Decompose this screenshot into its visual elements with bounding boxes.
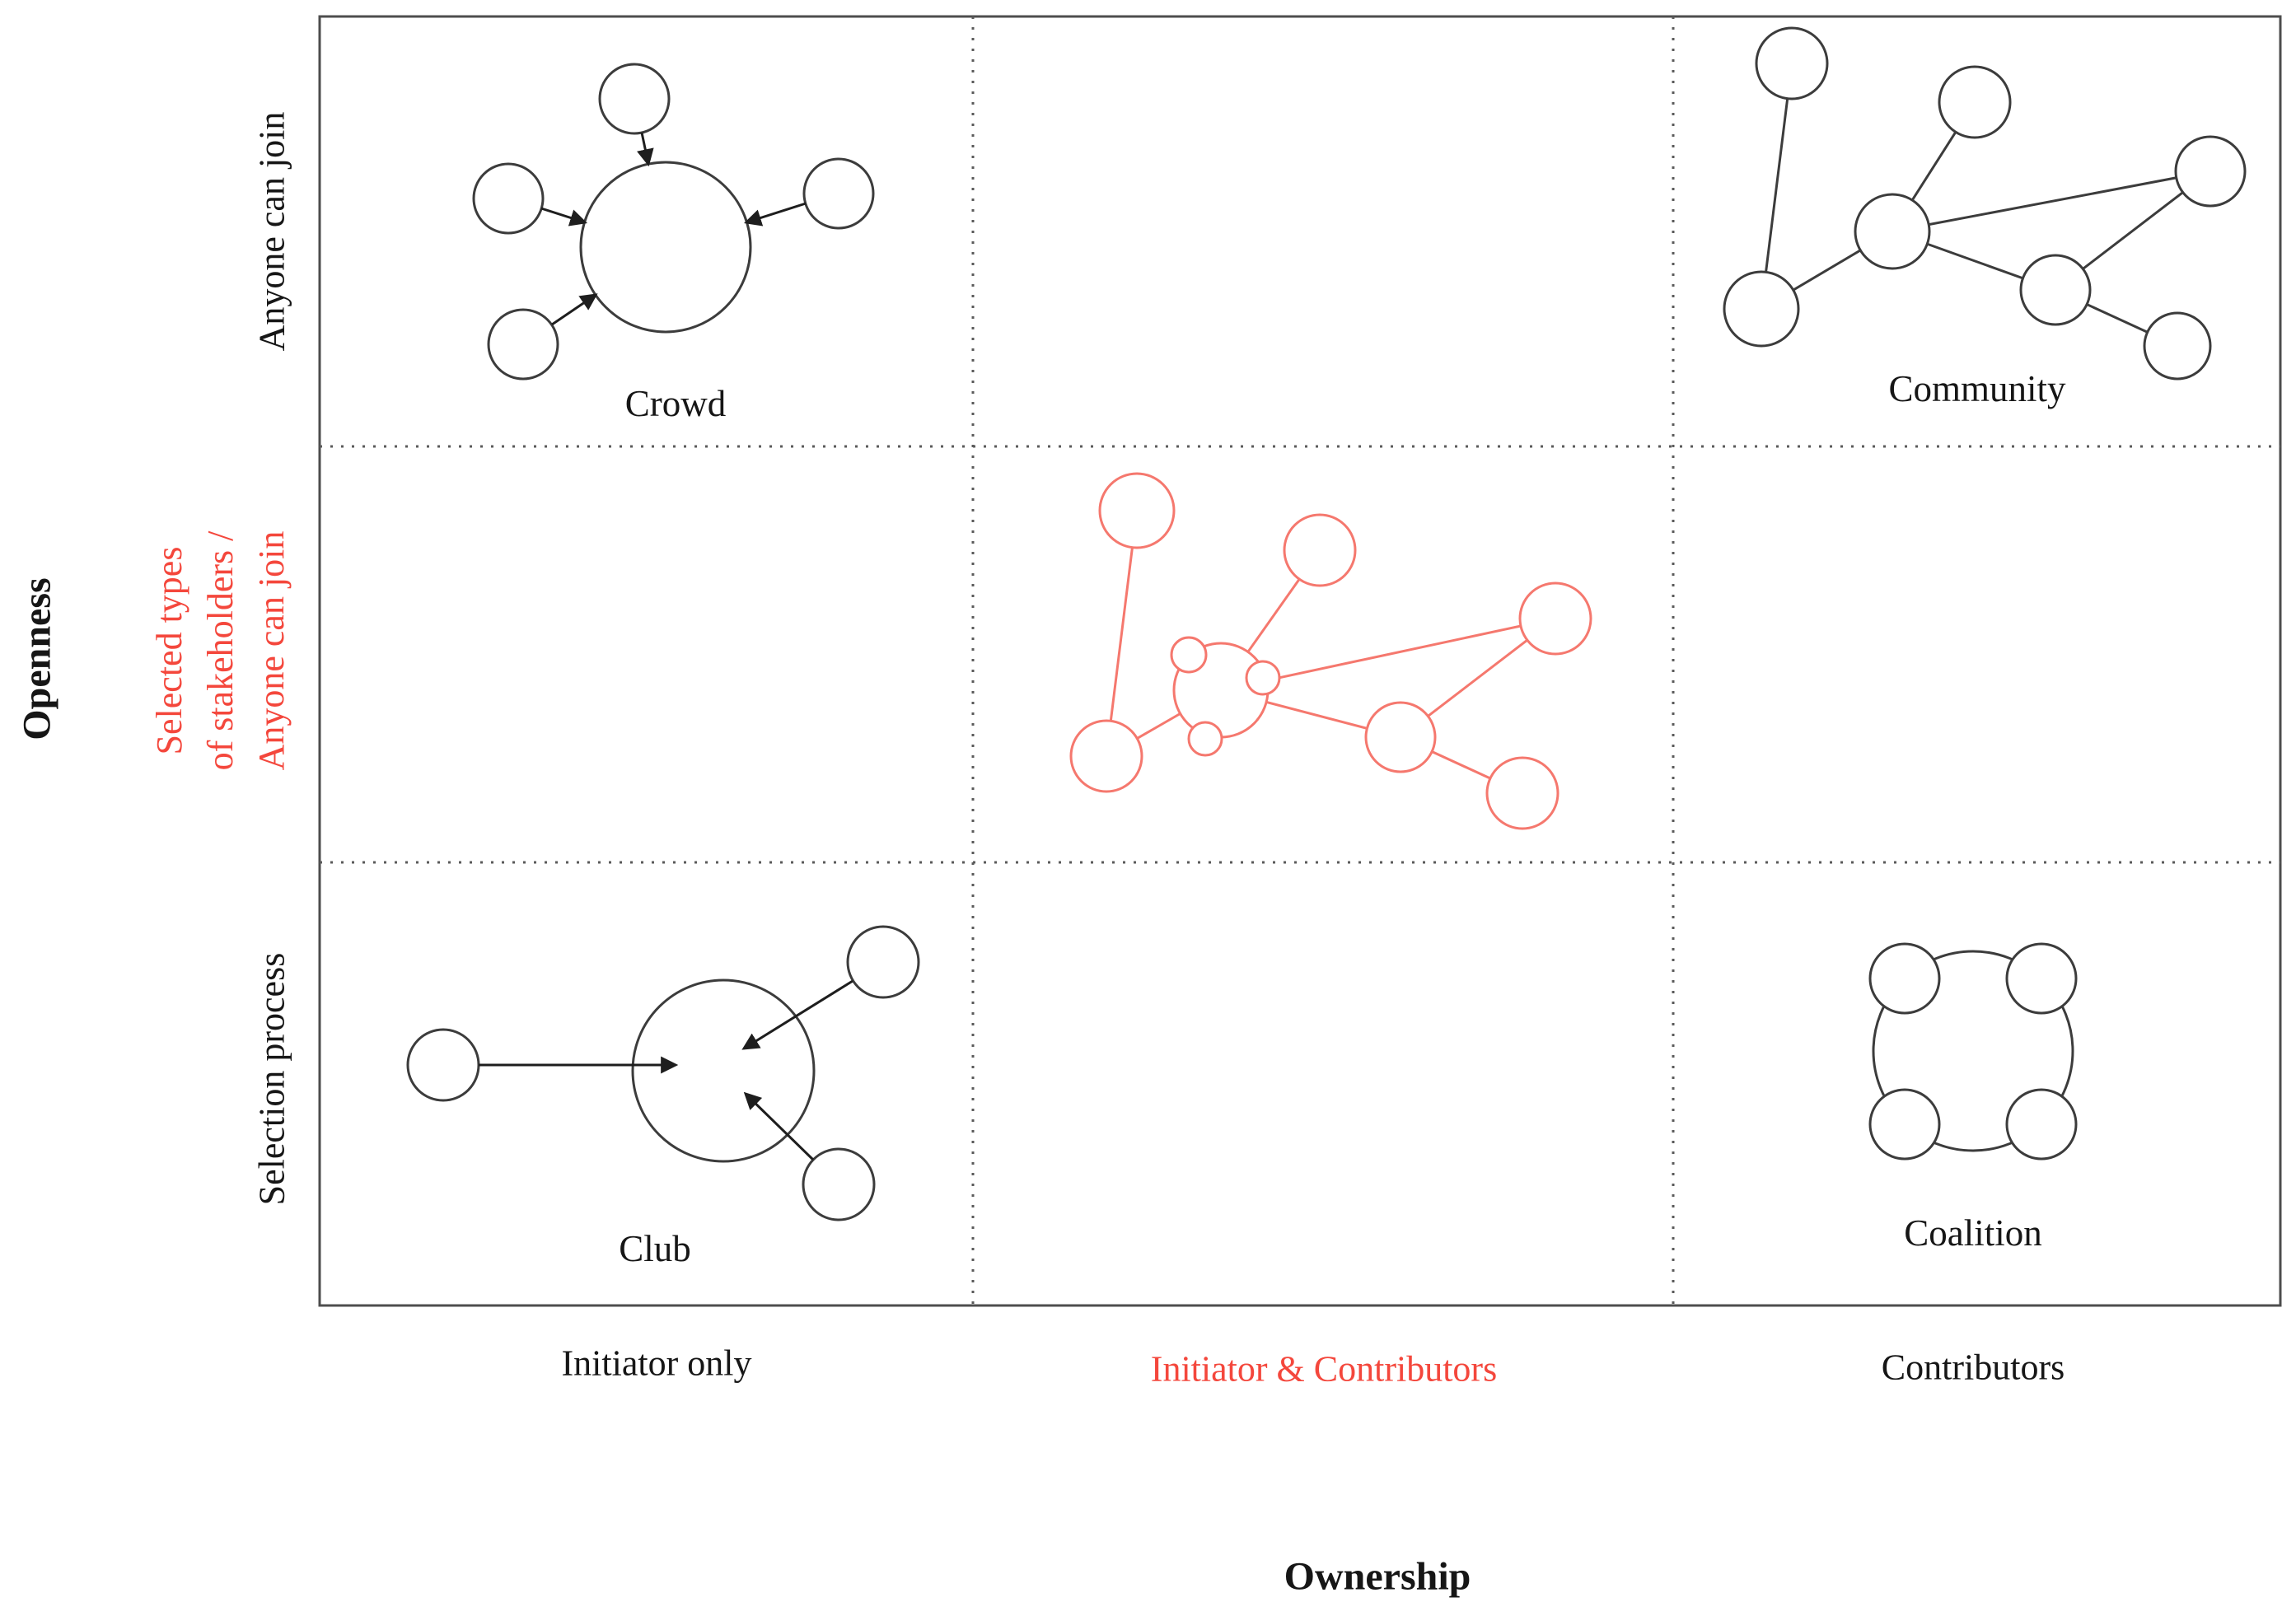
club-node-4 [802,1147,876,1221]
community-edge-3 [1892,170,2211,233]
coalition-node-4 [2005,1088,2078,1161]
community-network [1723,26,2247,381]
crowd-node-2 [598,63,671,135]
x-category-contributors: Contributors [1881,1347,2065,1388]
coalition-node-2 [2005,942,2078,1015]
crowd-arrow-1 [637,132,654,167]
grid-layer [318,15,2282,1307]
coalition-label: Coalition [1904,1212,2042,1254]
crowd-label: Crowd [624,383,727,424]
y-category-selected-types-line2: of stakeholders / [200,530,241,771]
community-node-5 [1723,270,1800,348]
coalition-node-3 [1868,1088,1941,1161]
x-category-initiator-and-contributors: Initiator & Contributors [1150,1348,1498,1389]
coalition-node-1 [1868,942,1941,1015]
central-red-node-6 [1364,701,1437,773]
crowd-arrow-2 [540,207,587,227]
y-category-selected-types-line3: Anyone can join [251,530,292,771]
crowd-network [472,63,875,381]
central-red-node-2 [1283,513,1357,587]
y-category-selected-types-line1: Selected types [149,546,189,755]
crowd-arrow-3 [551,293,598,326]
x-category-initiator-only: Initiator only [561,1343,752,1384]
club-arrow-2 [741,979,853,1050]
y-category-selection-process: Selection process [251,952,292,1206]
community-node-4 [1854,193,1931,270]
central-red-node-3 [1518,581,1592,656]
crowd-node-5 [802,157,875,230]
cluster-layer [406,26,2247,1221]
central-red-network [1069,472,1592,830]
crowd-node-3 [472,162,545,235]
club-arrow-3 [743,1091,815,1161]
crowd-arrow-4 [743,202,807,227]
x-axis-title: Ownership [1284,1554,1471,1599]
community-label: Community [1888,368,2066,409]
coalition-ring [1872,950,2074,1152]
coalition-network [1868,942,2078,1161]
community-node-3 [2174,135,2247,208]
y-axis-title: Openness [15,577,59,740]
community-node-1 [1755,26,1829,100]
central-red-subnode-1 [1170,636,1208,674]
community-edge-1 [1760,63,1793,310]
central-red-node-1 [1098,472,1176,549]
club-node-3 [846,925,920,999]
crowd-node-4 [487,308,559,381]
community-node-7 [2143,311,2212,381]
club-network [406,925,920,1221]
matrix-border [318,15,2282,1307]
y-category-selected-types: Selected types of stakeholders / Anyone … [144,531,297,771]
central-red-subnode-3 [1187,721,1223,757]
central-red-node-5 [1069,719,1143,793]
community-node-6 [2019,254,2092,326]
club-node-2 [406,1028,480,1102]
y-category-anyone-can-join: Anyone can join [251,111,292,352]
central-red-node-7 [1485,756,1560,830]
community-node-2 [1938,65,2012,139]
central-red-edge-1 [1105,510,1139,757]
crowd-node-1 [579,161,752,334]
club-label: Club [619,1228,691,1269]
central-red-subnode-2 [1245,660,1281,696]
